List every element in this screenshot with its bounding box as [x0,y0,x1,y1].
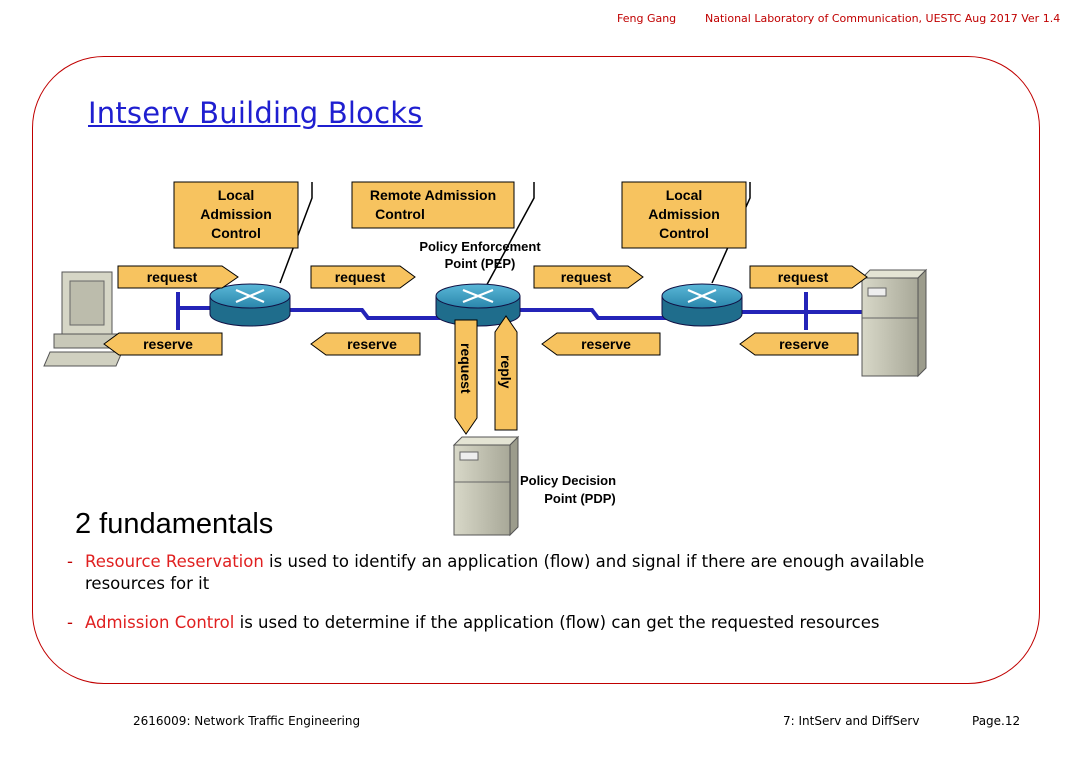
request-arrow-4-label: request [778,269,829,285]
request-arrow-1-label: request [147,269,198,285]
bullet-dash: - [67,552,73,571]
bullet-dash: - [67,613,73,632]
reserve-arrow-3-label: reserve [581,336,631,352]
router-left-icon [209,283,291,327]
pdp-server-icon [452,435,520,537]
local-admission-box-right: Local Admission Control [621,181,747,249]
callout-lines [279,182,751,291]
request-arrow-2: request [310,265,416,289]
slide-frame [32,56,1040,684]
fundamental-item-1: -Resource Reservation is used to identif… [67,551,965,595]
header-institution: National Laboratory of Communication, UE… [705,12,1061,25]
pep-label-line1: Policy Enforcement [419,239,541,254]
pep-label-line2: Point (PEP) [445,256,516,271]
request-arrow-3-label: request [561,269,612,285]
box-right-line2: Admission [648,206,720,222]
reserve-arrow-1-label: reserve [143,336,193,352]
reserve-arrow-2: reserve [310,332,421,356]
pdp-request-label: request [458,343,474,394]
fundamental-text-2: is used to determine if the application … [234,613,880,632]
local-admission-box-left: Local Admission Control [173,181,299,249]
footer-course: 2616009: Network Traffic Engineering [133,714,361,728]
fundamental-term-2: Admission Control [85,613,235,632]
reserve-arrow-4: reserve [739,332,859,356]
request-arrow-1: request [117,265,239,289]
request-arrow-3: request [533,265,644,289]
footer-chapter: 7: IntServ and DiffServ [783,714,920,728]
box-remote-line2: Control [375,206,425,222]
pdp-label-line2: Point (PDP) [544,491,616,506]
fundamental-term-1: Resource Reservation [85,552,264,571]
fundamental-text-1: is used to identify an application (flow… [85,552,925,593]
box-right-line3: Control [659,225,709,241]
box-right-line1: Local [666,187,703,203]
reserve-arrow-3: reserve [541,332,661,356]
pdp-label-line1: Policy Decision [520,473,616,488]
fundamentals-heading: 2 fundamentals [75,508,274,540]
router-pep-icon [435,283,521,327]
footer-page: Page.12 [972,714,1021,728]
host-computer-icon [43,271,123,367]
box-left-line2: Admission [200,206,272,222]
pdp-request-arrow: request [454,319,478,435]
reserve-arrow-1: reserve [103,332,223,356]
pdp-reply-label: reply [498,355,514,389]
network-links [176,292,862,330]
request-arrow-2-label: request [335,269,386,285]
box-remote-line1: Remote Admission [370,187,496,203]
host-server-icon [860,268,928,378]
slide-title: Intserv Building Blocks [88,96,423,130]
box-left-line3: Control [211,225,261,241]
pdp-reply-arrow: reply [494,315,518,431]
fundamental-item-2: -Admission Control is used to determine … [67,612,965,634]
reserve-arrow-2-label: reserve [347,336,397,352]
header-author: Feng Gang [617,12,677,25]
box-left-line1: Local [218,187,255,203]
router-right-icon [661,283,743,327]
reserve-arrow-4-label: reserve [779,336,829,352]
remote-admission-box: Remote Admission Control [351,181,515,229]
request-arrow-4: request [749,265,868,289]
